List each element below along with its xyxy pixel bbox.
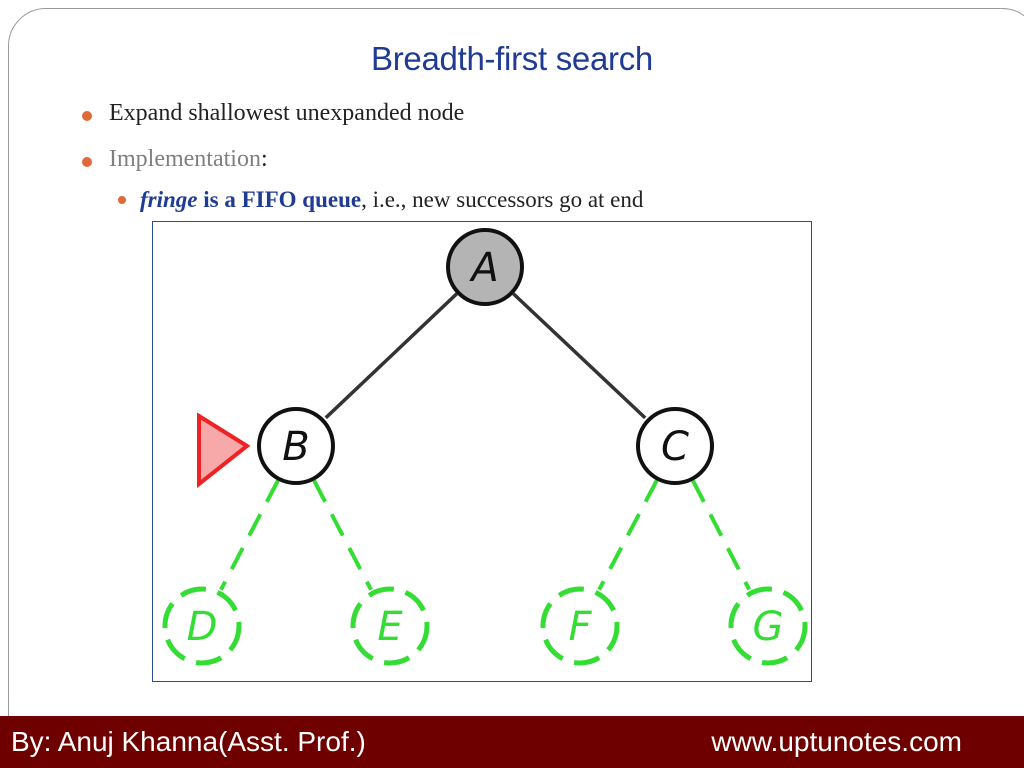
edge-c-g: [691, 479, 751, 591]
node-e: [350, 586, 430, 666]
edge-c-f: [597, 479, 659, 591]
node-label-f: F: [568, 604, 592, 650]
implementation-colon: :: [260, 146, 268, 172]
node-f: [540, 586, 620, 666]
node-label-c: C: [661, 424, 689, 470]
node-a: [446, 228, 524, 306]
pointer-arrow-icon: [197, 412, 251, 489]
node-label-a: A: [468, 245, 498, 291]
node-d: [162, 586, 242, 666]
edge-a-b: [324, 292, 458, 420]
search-tree-canvas: A B C D E F G: [162, 228, 808, 666]
node-label-b: B: [282, 424, 309, 470]
bullet-expand: Expand shallowest unexpanded node: [109, 100, 465, 126]
implementation-label: Implementation: [109, 146, 261, 172]
search-tree-diagram: A B C D E F G: [152, 221, 812, 682]
fifo-queue-phrase: is a FIFO queue: [197, 187, 362, 212]
node-label-g: G: [753, 604, 784, 650]
edge-a-c: [512, 292, 647, 420]
edge-b-e: [312, 479, 373, 591]
slide-title: Breadth-first search: [371, 40, 653, 77]
node-c: [636, 407, 714, 485]
node-label-d: D: [187, 604, 218, 650]
node-label-e: E: [377, 604, 403, 650]
bullet-dot-icon: [82, 157, 92, 167]
sub-bullet-dot-icon: [118, 196, 126, 204]
edge-b-d: [219, 479, 280, 591]
footer-website: www.uptunotes.com: [711, 726, 962, 757]
successors-phrase: , i.e., new successors go at end: [361, 187, 644, 212]
bullet-dot-icon: [82, 111, 92, 121]
node-g: [728, 586, 808, 666]
fringe-keyword: fringe: [140, 187, 198, 212]
node-b: [257, 407, 335, 485]
bullet-implementation: Implementation:: [109, 146, 268, 173]
footer-bar: By: Anuj Khanna(Asst. Prof.) www.uptunot…: [0, 716, 1024, 768]
sub-bullet-fringe: fringe is a FIFO queue, i.e., new succes…: [140, 187, 643, 213]
footer-author: By: Anuj Khanna(Asst. Prof.): [11, 726, 366, 757]
